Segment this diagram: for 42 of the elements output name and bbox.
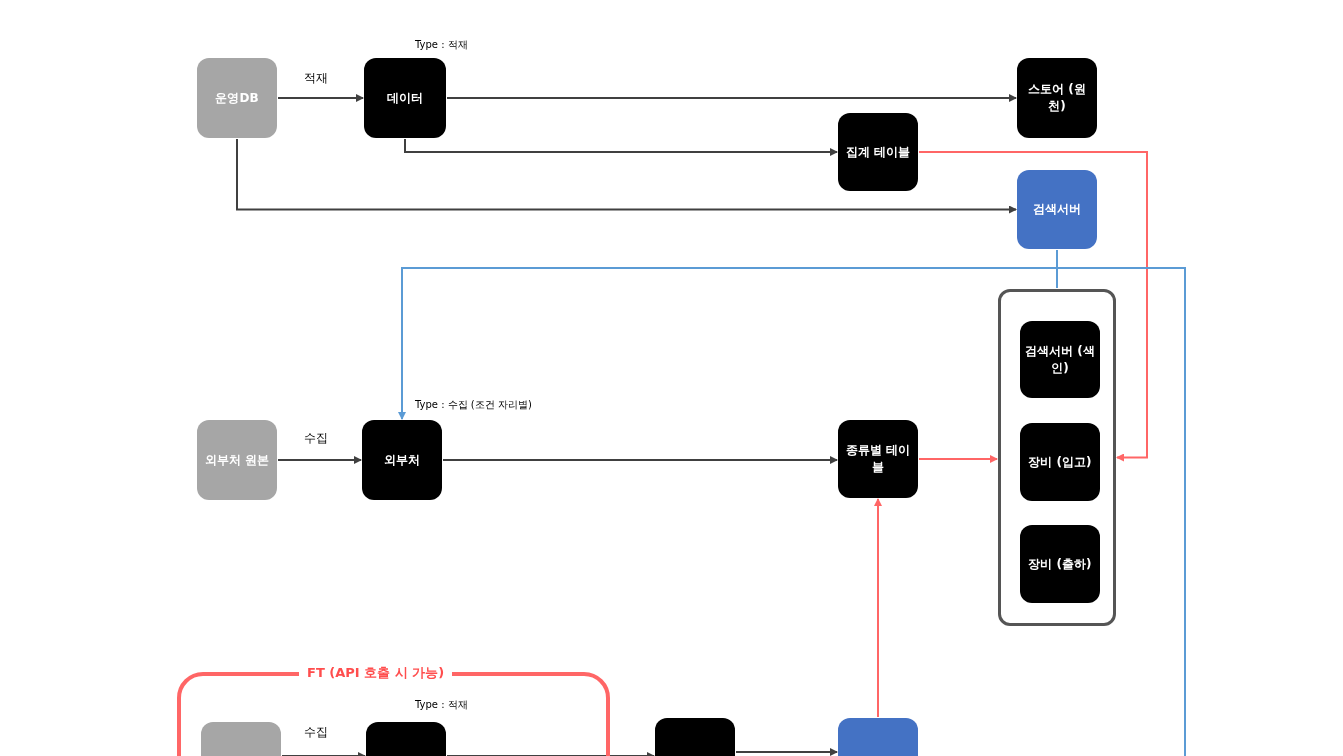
process-box [1020, 525, 1100, 603]
node-label: 스토어 (원천) [1027, 81, 1087, 115]
arrow [918, 151, 1148, 462]
group-title: FT (API 호출 시 가능) [299, 664, 453, 682]
arrow [874, 498, 882, 718]
arrow [277, 456, 362, 464]
arrow [236, 138, 1017, 214]
edge-label: 수집 [302, 724, 330, 741]
node-label: 종류별 테이블 [844, 442, 912, 476]
process-box [1020, 423, 1100, 501]
arrow [281, 752, 366, 756]
arrow [735, 748, 838, 756]
type-note: Type : 수집 (조건 자리별) [415, 398, 532, 412]
process-box [362, 420, 442, 500]
node-label: 데이터 [386, 89, 424, 107]
node-label: 장비 (입고) [1027, 453, 1093, 471]
arrow [442, 456, 838, 464]
arrow [446, 752, 655, 756]
process-box [1017, 58, 1097, 138]
edge-label: 적재 [302, 70, 330, 87]
node-label: 집계 테이블 [844, 143, 912, 161]
node-label: 장비 (출하) [1027, 555, 1093, 573]
type-note: Type : 적재 [415, 38, 468, 52]
source-box [197, 420, 277, 500]
arrow [446, 94, 1017, 102]
arrow [918, 455, 998, 463]
arrow [404, 138, 838, 156]
group-frame [998, 289, 1116, 626]
process-box [364, 58, 446, 138]
node-label: 외부처 [383, 451, 421, 469]
source-box [197, 58, 277, 138]
node-label: 외부처 원본 [203, 451, 271, 469]
highlight-box [1017, 170, 1097, 249]
process-box [1020, 321, 1100, 398]
edge-label: 수집 [302, 430, 330, 447]
process-box [838, 420, 918, 498]
node-label: 검색서버 [1032, 201, 1082, 219]
node-label: 검색서버 (색인) [1024, 342, 1096, 377]
type-note: Type : 적재 [415, 698, 468, 712]
process-box [838, 113, 918, 191]
arrow [277, 94, 364, 102]
node-label: 운영DB [214, 89, 260, 107]
